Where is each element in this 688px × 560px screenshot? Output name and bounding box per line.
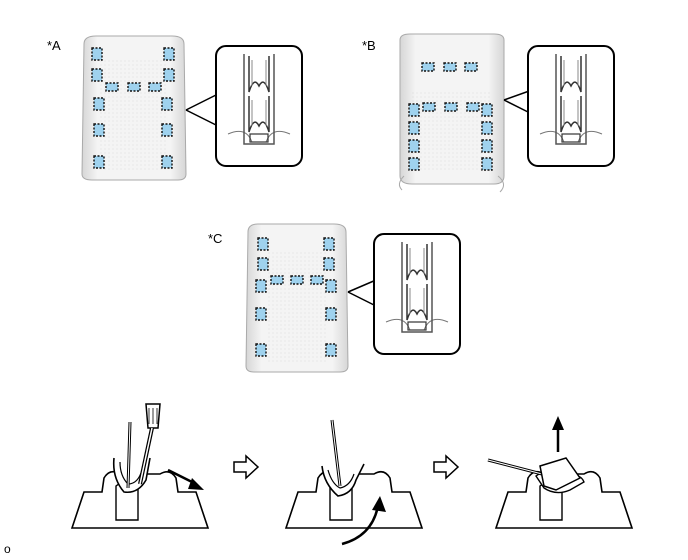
screwdriver-icon — [138, 403, 161, 485]
removal-step-2 — [284, 419, 424, 546]
seat-cover-b — [398, 33, 615, 193]
removal-step-3 — [487, 416, 634, 529]
label-b: *B — [362, 38, 376, 53]
clip-detail-a — [215, 45, 303, 167]
corner-label: o — [4, 542, 11, 556]
clip-detail-b — [527, 45, 615, 167]
removal-step-1 — [70, 403, 210, 529]
seat-cover-c — [245, 223, 461, 373]
seat-cover-a — [81, 35, 303, 181]
clip-detail-c — [373, 233, 461, 355]
step-arrow-1 — [233, 455, 259, 479]
label-c: *C — [208, 231, 223, 246]
label-a: *A — [47, 38, 61, 53]
step-arrow-2 — [433, 455, 459, 479]
